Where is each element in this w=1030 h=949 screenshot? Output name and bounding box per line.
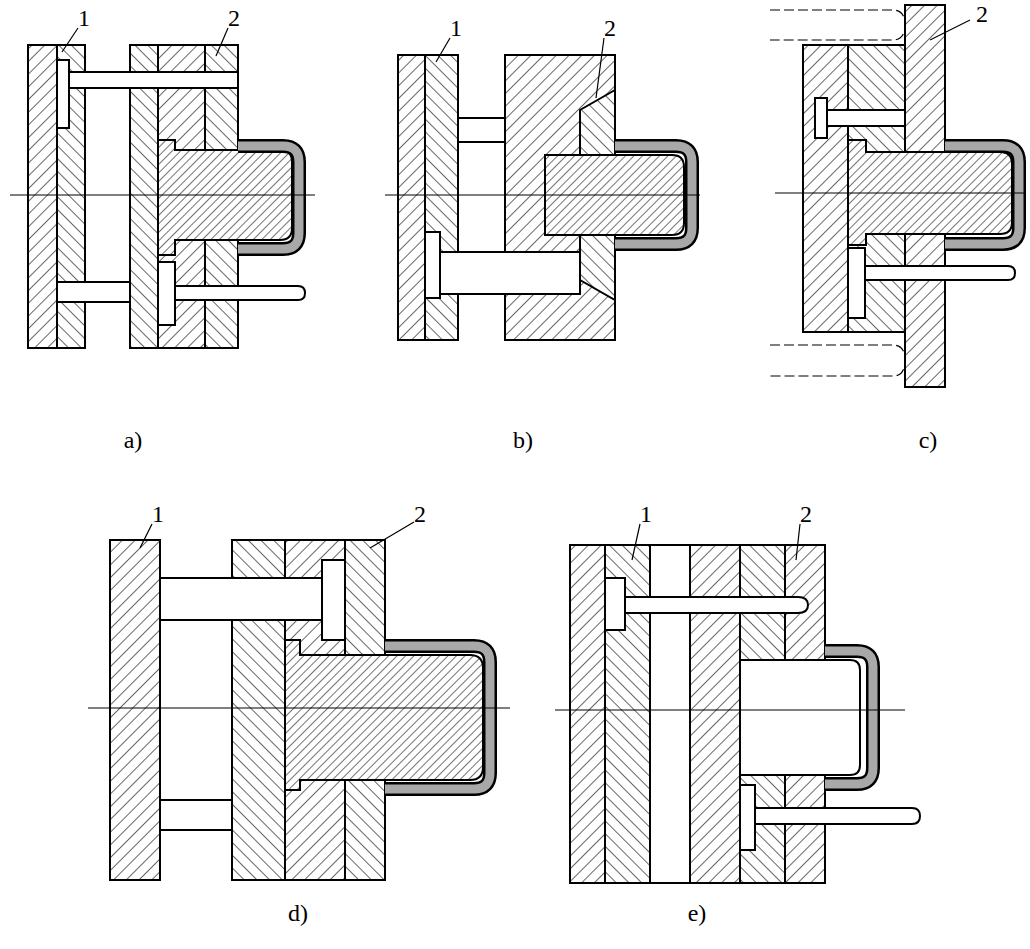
part-number: 1 — [78, 6, 90, 30]
part-number: 2 — [800, 502, 812, 526]
subfigure-caption: e) — [688, 901, 707, 925]
subfigure-caption: c) — [919, 428, 938, 452]
part-number: 2 — [228, 6, 240, 30]
part-number: 2 — [604, 16, 616, 40]
part-number: 2 — [976, 2, 988, 26]
subfigure-caption: a) — [124, 428, 143, 452]
part-number: 1 — [152, 502, 164, 526]
subfigure-caption: b) — [513, 428, 533, 452]
part-number: 2 — [414, 502, 426, 526]
part-number: 1 — [640, 502, 652, 526]
part-number: 1 — [450, 16, 462, 40]
subfigure-caption: d) — [288, 901, 308, 925]
